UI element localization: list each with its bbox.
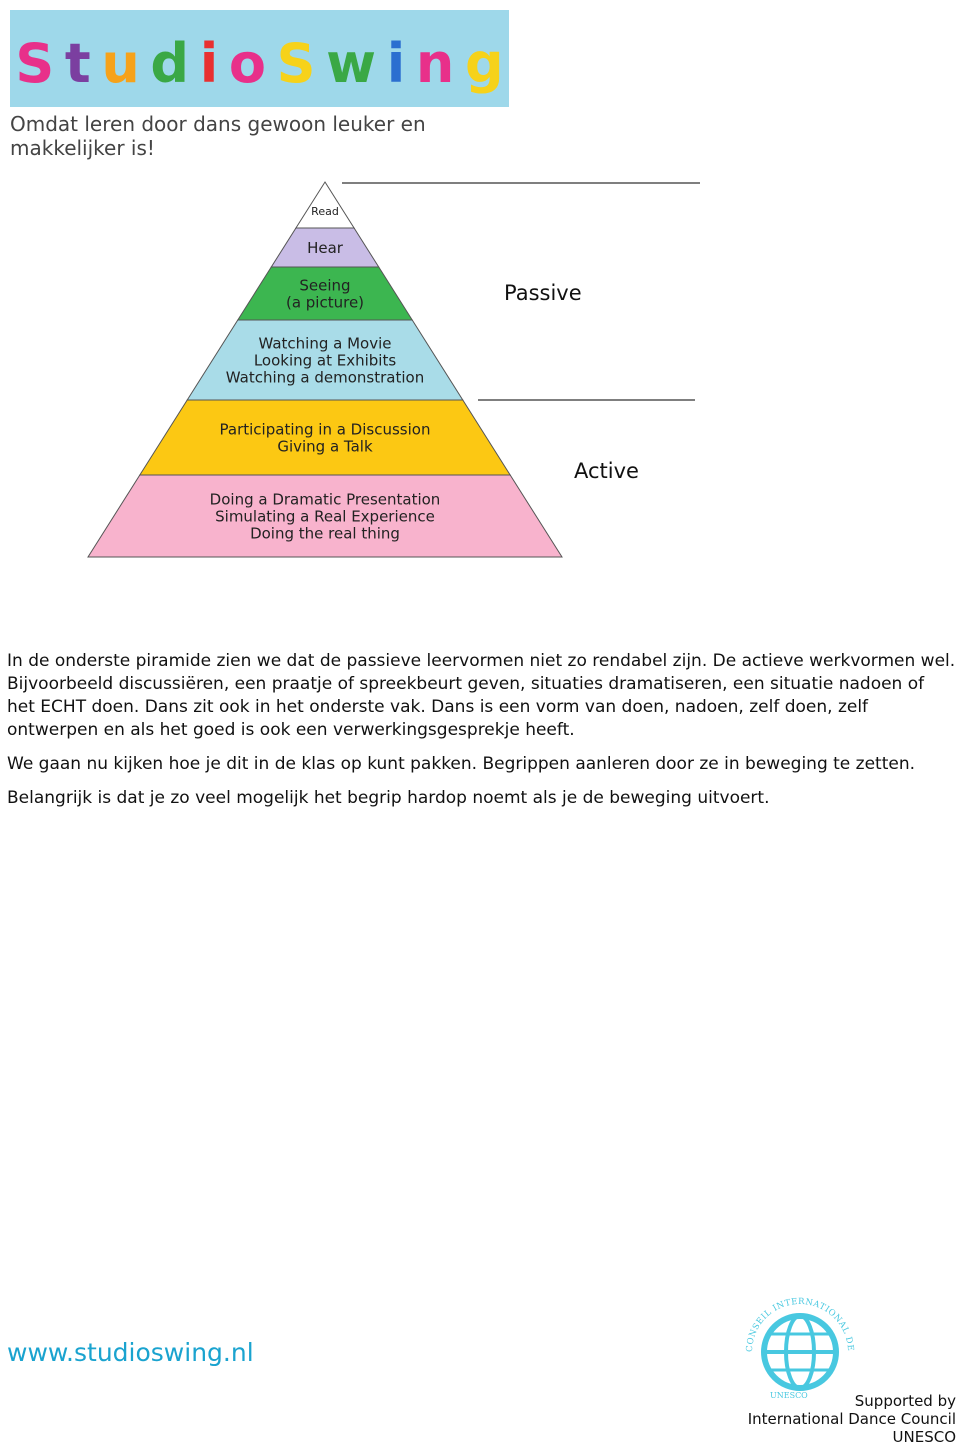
paragraph-pyramid: In de onderste piramide zien we dat de p… <box>7 651 956 740</box>
pyramid-label-5-0: Doing a Dramatic Presentation <box>210 490 441 508</box>
dance-council-seal: CONSEIL INTERNATIONAL DE LA DANSE UNESCO <box>740 1292 855 1400</box>
pyramid-label-2-0: Seeing <box>299 276 350 294</box>
pyramid-label-3-2: Watching a demonstration <box>226 368 424 386</box>
logo-letters: S t u d i o S w i n g <box>15 32 504 95</box>
pyramid-label-3-0: Watching a Movie <box>258 334 391 352</box>
pyramid-label-5-1: Simulating a Real Experience <box>215 507 435 525</box>
website-link[interactable]: www.studioswing.nl <box>7 1338 254 1367</box>
studio-swing-logo: S t u d i o S w i n g <box>10 10 509 107</box>
pyramid-label-1-0: Hear <box>307 239 344 257</box>
pyramid-label-3-1: Looking at Exhibits <box>254 351 397 369</box>
support-line-3: UNESCO <box>892 1428 956 1446</box>
pyramid-label-4-0: Participating in a Discussion <box>220 420 431 438</box>
support-line-1: Supported by <box>854 1392 956 1410</box>
active-label: Active <box>574 459 639 483</box>
paragraph-aloud: Belangrijk is dat je zo veel mogelijk he… <box>7 788 770 808</box>
body-text: In de onderste piramide zien we dat de p… <box>7 650 957 821</box>
support-text: Supported by International Dance Council… <box>748 1392 956 1446</box>
pyramid-label-5-2: Doing the real thing <box>250 524 400 542</box>
pyramid-label-0-0: Read <box>311 205 339 218</box>
pyramid-band-5 <box>87 474 563 558</box>
pyramid-label-2-1: (a picture) <box>286 293 364 311</box>
pyramid-label-4-1: Giving a Talk <box>277 437 373 455</box>
paragraph-classroom: We gaan nu kijken hoe je dit in de klas … <box>7 754 916 774</box>
support-line-2: International Dance Council <box>747 1410 956 1428</box>
logo-tagline: Omdat leren door dans gewoon leuker en m… <box>10 112 426 160</box>
passive-label: Passive <box>504 281 582 305</box>
seal-unesco-text: UNESCO <box>770 1391 808 1400</box>
